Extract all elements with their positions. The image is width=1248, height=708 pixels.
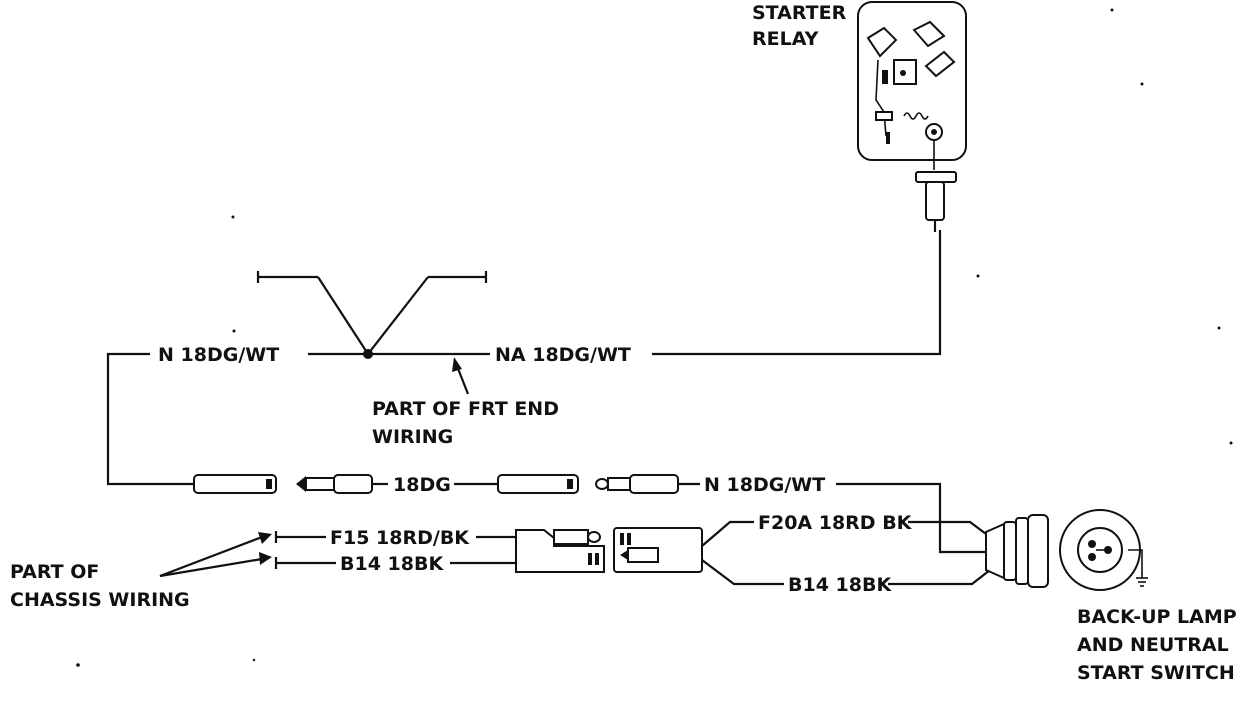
wire-label-n-18dg-wt-bottom: N 18DG/WT <box>704 474 825 496</box>
starter-relay <box>857 1 967 170</box>
chassis-label-1: PART OF <box>10 561 99 583</box>
frt-end-label-1: PART OF FRT END <box>372 398 559 420</box>
relay-terminal-1 <box>866 26 898 58</box>
relay-frame <box>875 59 887 137</box>
wire-n-18dg-wt-switch <box>836 482 992 554</box>
harness-connector-left <box>515 529 605 573</box>
harness-connector-right <box>613 527 703 573</box>
wire-label-f15: F15 18RD/BK <box>330 527 470 549</box>
chassis-arrowhead-lower <box>259 552 272 565</box>
wire-label-b14-right: B14 18BK <box>788 574 892 596</box>
wire-f20a-right <box>908 520 987 535</box>
ground-icon <box>1136 577 1148 587</box>
wire-b14-right-left <box>701 559 784 586</box>
connector-1-female <box>193 474 277 494</box>
wire-b14-right-right <box>888 569 991 586</box>
relay-plug <box>915 171 957 232</box>
switch-connector-boot <box>985 514 1049 588</box>
switch-body <box>1059 509 1141 591</box>
splice-dot <box>363 349 373 359</box>
connector-1-male <box>296 474 373 494</box>
ground-lead <box>1128 549 1143 578</box>
chassis-arrowhead-upper <box>258 532 272 544</box>
relay-terminal-2 <box>912 20 946 48</box>
starter-relay-label-2: RELAY <box>752 28 819 50</box>
starter-relay-label-1: STARTER <box>752 2 847 24</box>
chassis-arrow-upper <box>159 535 263 578</box>
wire-n-18dg-wt-loop <box>106 352 194 486</box>
wire-na-18dg-wt-right <box>652 230 942 356</box>
wire-label-b14-left: B14 18BK <box>340 553 444 575</box>
switch-label-2: AND NEUTRAL <box>1077 634 1229 656</box>
connector-2-female <box>497 474 579 494</box>
switch-label-1: BACK-UP LAMP <box>1077 606 1237 628</box>
switch-label-3: START SWITCH <box>1077 662 1235 684</box>
wire-label-n-18dg-wt-top: N 18DG/WT <box>158 344 279 366</box>
frt-end-label-2: WIRING <box>372 426 453 448</box>
wire-label-18dg: 18DG <box>393 474 451 496</box>
relay-coil-icon <box>903 112 929 120</box>
relay-terminal-3 <box>924 50 956 78</box>
frt-end-arrowhead <box>452 357 462 372</box>
wire-f20a-left <box>701 520 754 547</box>
frt-end-splice <box>256 271 488 359</box>
chassis-label-2: CHASSIS WIRING <box>10 589 190 611</box>
frt-end-arrow <box>455 365 470 395</box>
chassis-arrow-lower <box>159 557 263 578</box>
wire-label-f20a: F20A 18RD BK <box>758 512 913 534</box>
wire-label-na-18dg-wt: NA 18DG/WT <box>495 344 631 366</box>
connector-2-male <box>595 474 679 494</box>
relay-contact <box>875 111 893 121</box>
scan-specks <box>76 8 1233 667</box>
